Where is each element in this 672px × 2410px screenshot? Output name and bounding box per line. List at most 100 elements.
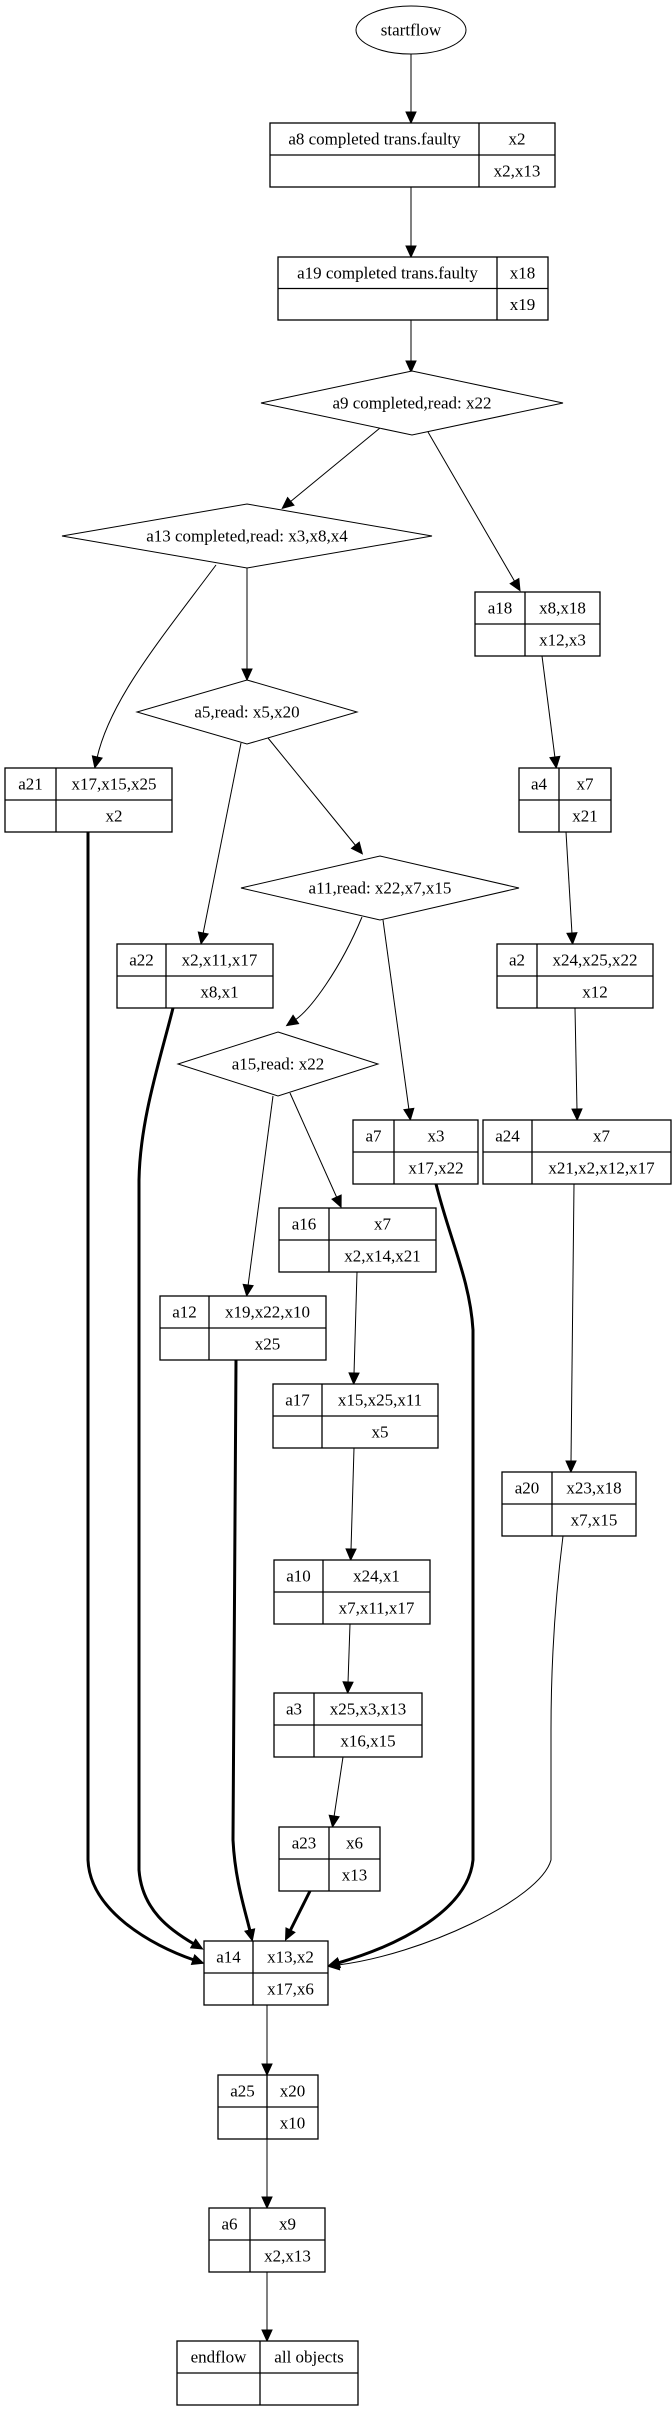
arrowhead-icon (405, 111, 417, 125)
record-name: endflow (191, 2348, 247, 2367)
record-name: a24 (495, 1127, 520, 1146)
record-top-value: x20 (280, 2082, 306, 2101)
node-label: a13 completed,read: x3,x8,x4 (146, 527, 348, 546)
record-bottom-value: x2,x14,x21 (344, 1247, 421, 1266)
record-name: a18 (488, 599, 513, 618)
arrowhead-icon (284, 1927, 296, 1942)
edge-a14-to-a25 (261, 2005, 273, 2077)
decision-diamond (176, 1031, 380, 1097)
record-bottom-value: x5 (372, 1423, 389, 1442)
edge-a5-to-a22 (197, 742, 242, 945)
record-top-value: x7 (593, 1127, 611, 1146)
edge-a13-to-a21 (91, 564, 217, 769)
edge-line (353, 1271, 358, 1375)
arrowhead-icon (285, 1014, 300, 1027)
edge-a24-to-a20 (565, 1183, 577, 1474)
arrowhead-icon (261, 2063, 273, 2077)
record-name: a10 (286, 1567, 311, 1586)
edge-a18-to-a4 (541, 655, 561, 770)
arrowhead-icon (242, 1283, 254, 1298)
record-name: a4 (531, 775, 548, 794)
arrowhead-icon (342, 1681, 354, 1695)
edge-a2-to-a24 (571, 1007, 583, 1122)
record-name: a23 (292, 1834, 317, 1853)
record-top-value: x7 (577, 775, 595, 794)
arrowhead-icon (509, 577, 521, 592)
record-bottom-value: x10 (280, 2114, 306, 2133)
arrowhead-icon (189, 1938, 204, 1950)
record-top-value: x7 (374, 1215, 392, 1234)
decision-diamond (61, 503, 433, 569)
record-bottom-value: x2,x13 (264, 2247, 311, 2266)
record-top-value: x17,x15,x25 (72, 775, 157, 794)
edge-a22-to-a14 (137, 1007, 204, 1950)
node-a15: a15,read: x22 (176, 1031, 380, 1097)
record-top-value: x6 (346, 1834, 363, 1853)
node-a4: a4 x7 x21 (518, 767, 612, 833)
arrowhead-icon (571, 1108, 583, 1122)
arrowhead-icon (190, 1954, 205, 1965)
record-bottom-value: x21 (572, 807, 598, 826)
arrowhead-icon (331, 1194, 342, 1209)
edge-a5-to-a11 (267, 737, 364, 855)
edge-a11-to-a7 (382, 919, 415, 1122)
edge-line (333, 1756, 344, 1818)
node-a13: a13 completed,read: x3,x8,x4 (61, 503, 433, 569)
edge-a11-to-a15 (285, 916, 363, 1027)
edge-a4-to-a2 (565, 831, 578, 946)
arrowhead-icon (244, 1928, 256, 1942)
record-top-value: x2,x11,x17 (182, 951, 258, 970)
edge-a10-to-a3 (342, 1623, 354, 1695)
start-ellipse (355, 5, 467, 55)
record-name: a2 (509, 951, 525, 970)
record-bottom-value: x12,x3 (539, 631, 586, 650)
arrowhead-icon (261, 2329, 273, 2343)
edge-startflow-to-a8 (405, 54, 417, 125)
record-top-value: x24,x25,x22 (553, 951, 638, 970)
arrowhead-icon (326, 1959, 341, 1971)
record-top-value: x13,x2 (267, 1948, 314, 1967)
edge-line (350, 1447, 355, 1551)
node-a2: a2 x24,x25,x22 x12 (496, 943, 654, 1009)
record-bottom-value: x12 (582, 983, 608, 1002)
arrowhead-icon (566, 932, 578, 946)
record-name: a16 (292, 1215, 317, 1234)
edge-line (202, 742, 242, 935)
edge-line (337, 1183, 475, 1965)
edge-a3-to-a23 (328, 1756, 344, 1829)
record-bottom-value: x25 (255, 1335, 281, 1354)
edge-line (267, 737, 357, 847)
record-top-value: x24,x1 (353, 1567, 400, 1586)
record-name: a20 (515, 1479, 540, 1498)
edge-line (288, 1890, 312, 1932)
edge-line (347, 1623, 351, 1684)
record-bottom-value: x16,x15 (340, 1732, 395, 1751)
record-bottom-value: x13 (342, 1866, 368, 1885)
record-bottom-value: x8,x1 (200, 983, 238, 1002)
edge-line (574, 1007, 578, 1111)
record-bottom-value: x7,x11,x17 (339, 1599, 415, 1618)
arrowhead-icon (241, 668, 253, 682)
edge-line (382, 919, 410, 1111)
arrowhead-icon (405, 360, 417, 374)
record-bottom-value: x2,x13 (494, 162, 541, 181)
record-name: a17 (285, 1391, 310, 1410)
arrowhead-icon (348, 1372, 360, 1386)
node-label: a11,read: x22,x7,x15 (309, 879, 452, 898)
arrowhead-icon (328, 1814, 340, 1829)
record-top-value: x9 (279, 2215, 296, 2234)
record-bottom-value: x7,x15 (571, 1511, 618, 1530)
record-top-value: x18 (510, 263, 536, 282)
record-name: a12 (172, 1303, 197, 1322)
